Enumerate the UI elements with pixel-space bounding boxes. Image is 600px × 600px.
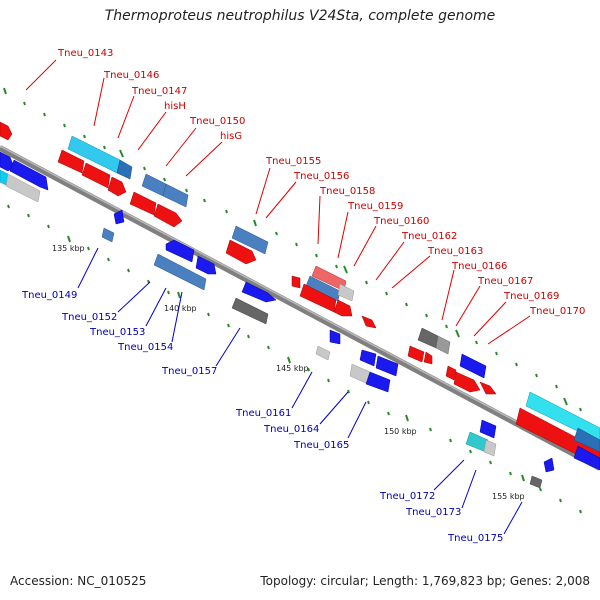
gene-feature <box>153 253 207 291</box>
gene-label-tneu-0175[interactable]: Tneu_0175 <box>447 533 503 544</box>
gene-feature <box>165 239 195 263</box>
gene-feature <box>195 255 217 275</box>
gene-label-tneu-0164[interactable]: Tneu_0164 <box>263 424 319 435</box>
tick-label-140: 140 kbp <box>164 304 197 313</box>
gene-feature <box>113 209 125 225</box>
genome-backbone <box>0 145 600 471</box>
gene-feature <box>315 345 331 361</box>
gene-feature <box>337 283 355 302</box>
inner-scale <box>7 204 582 514</box>
gene-label-tneu-0170[interactable]: Tneu_0170 <box>529 306 585 317</box>
gene-feature <box>479 381 497 395</box>
gene-feature <box>231 297 269 325</box>
gene-feature <box>453 371 481 393</box>
lower-label-leaders <box>77 247 523 535</box>
map-title: Thermoproteus neutrophilus V24Sta, compl… <box>104 8 496 24</box>
gene-label-tneu-0143[interactable]: Tneu_0143 <box>57 48 113 59</box>
gene-feature <box>5 173 41 203</box>
gene-feature <box>116 159 133 180</box>
gene-feature <box>333 299 353 317</box>
gene-label-tneu-0158[interactable]: Tneu_0158 <box>319 186 375 197</box>
gene-feature <box>529 475 543 489</box>
gene-feature <box>81 162 111 189</box>
gene-feature <box>141 173 167 197</box>
gene-feature <box>543 457 555 473</box>
gene-label-hisg[interactable]: hisG <box>220 131 242 142</box>
gene-label-tneu-0157[interactable]: Tneu_0157 <box>161 366 217 377</box>
gene-label-tneu-0161[interactable]: Tneu_0161 <box>235 408 291 419</box>
gene-label-tneu-0160[interactable]: Tneu_0160 <box>373 216 429 227</box>
gene-feature <box>291 275 301 289</box>
gene-label-tneu-0169[interactable]: Tneu_0169 <box>503 291 559 302</box>
genome-backbone-highlight <box>0 145 600 467</box>
gene-label-tneu-0156[interactable]: Tneu_0156 <box>293 171 349 182</box>
gene-label-tneu-0166[interactable]: Tneu_0166 <box>451 261 507 272</box>
gene-label-tneu-0165[interactable]: Tneu_0165 <box>293 440 349 451</box>
gene-label-tneu-0172[interactable]: Tneu_0172 <box>379 491 435 502</box>
gene-feature <box>107 176 127 197</box>
gene-feature <box>57 149 85 174</box>
accession-text: Accession: NC_010525 <box>10 574 147 588</box>
gene-feature <box>359 349 377 367</box>
gene-feature <box>525 391 600 443</box>
gene-feature <box>225 239 257 265</box>
gene-feature <box>0 121 13 141</box>
gene-label-tneu-0167[interactable]: Tneu_0167 <box>477 276 533 287</box>
gene-feature <box>479 419 497 439</box>
gene-label-tneu-0147[interactable]: Tneu_0147 <box>131 86 187 97</box>
gene-feature <box>231 225 269 255</box>
outer-scale <box>3 87 582 412</box>
tick-label-135: 135 kbp <box>52 244 85 253</box>
gene-label-tneu-0150[interactable]: Tneu_0150 <box>189 116 245 127</box>
gene-feature <box>162 183 189 208</box>
genome-stats-text: Topology: circular; Length: 1,769,823 bp… <box>260 574 590 588</box>
gene-feature <box>423 351 433 365</box>
gene-label-tneu-0154[interactable]: Tneu_0154 <box>117 342 173 353</box>
gene-label-tneu-0146[interactable]: Tneu_0146 <box>103 70 159 81</box>
gene-feature <box>435 335 451 355</box>
gene-label-tneu-0162[interactable]: Tneu_0162 <box>401 231 457 242</box>
tick-label-150: 150 kbp <box>384 427 417 436</box>
gene-label-tneu-0163[interactable]: Tneu_0163 <box>427 246 483 257</box>
gene-label-tneu-0155[interactable]: Tneu_0155 <box>265 156 321 167</box>
gene-feature <box>9 159 49 191</box>
gene-feature <box>407 345 425 363</box>
gene-feature <box>459 353 487 379</box>
gene-feature <box>445 365 457 381</box>
gene-feature <box>573 445 600 471</box>
gene-feature <box>129 191 157 216</box>
gene-feature <box>101 227 115 243</box>
upper-label-leaders <box>25 59 531 345</box>
tick-label-155: 155 kbp <box>492 492 525 501</box>
gene-feature <box>329 329 341 345</box>
gene-feature <box>153 203 183 228</box>
gene-label-tneu-0149[interactable]: Tneu_0149 <box>21 290 77 301</box>
gene-label-tneu-0153[interactable]: Tneu_0153 <box>89 327 145 338</box>
gene-label-tneu-0159[interactable]: Tneu_0159 <box>347 201 403 212</box>
tick-label-145: 145 kbp <box>276 364 309 373</box>
gene-feature <box>417 327 439 349</box>
gene-feature <box>365 371 391 393</box>
gene-label-tneu-0173[interactable]: Tneu_0173 <box>405 507 461 518</box>
gene-feature <box>573 427 600 453</box>
gene-feature <box>483 439 497 457</box>
gene-label-hish[interactable]: hisH <box>164 101 186 112</box>
gene-feature <box>375 355 399 377</box>
gene-label-tneu-0152[interactable]: Tneu_0152 <box>61 312 117 323</box>
gene-feature <box>241 281 277 303</box>
gene-feature <box>361 315 377 329</box>
